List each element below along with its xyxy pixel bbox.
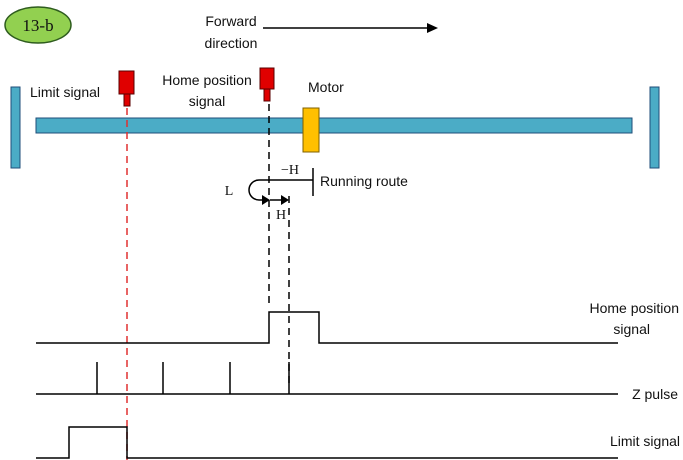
z-pulse-label: Z pulse (632, 386, 678, 402)
home-signal-label-line1: Home position (162, 72, 252, 88)
z-pulse-waveform: Z pulse (36, 362, 678, 402)
route-arrow-1 (262, 195, 270, 205)
l-label: L (225, 184, 234, 199)
limit-sensor-tip (123, 93, 131, 107)
home-signal-waveform: Home position signal (36, 300, 680, 344)
diagram-badge: 13-b (4, 6, 72, 44)
h-label: H (276, 208, 286, 223)
limit-signal-label: Limit signal (30, 84, 100, 100)
badge-ellipse (4, 6, 72, 44)
limit-signal-trace (36, 426, 618, 459)
home-sensor-body (259, 67, 275, 90)
running-route-label: Running route (320, 173, 408, 189)
home-sensor-tip (263, 88, 271, 102)
forward-direction: Forward direction (205, 13, 438, 51)
neg-h-label: −H (281, 163, 299, 178)
badge-text: 13-b (22, 16, 53, 35)
direction-label-line1: Forward (205, 13, 256, 29)
direction-label-line2: direction (205, 35, 258, 51)
direction-arrow-head (427, 23, 438, 33)
home-signal-label-line2: signal (189, 93, 226, 109)
route-arrow-2 (281, 195, 289, 205)
running-route: −H H L Running route (225, 163, 408, 223)
home-signal-wave-label-line2: signal (613, 321, 650, 337)
limit-signal-wave-label: Limit signal (610, 433, 680, 449)
limit-sensor-body (118, 70, 135, 95)
home-sensor (259, 67, 275, 102)
route-turnaround (248, 179, 269, 201)
rail (35, 117, 633, 134)
motor-block (302, 107, 320, 153)
limit-signal-waveform: Limit signal (36, 426, 680, 459)
home-signal-trace (36, 311, 618, 344)
motor-label: Motor (308, 79, 344, 95)
limit-sensor (118, 70, 135, 107)
left-end-stop (10, 86, 21, 169)
home-signal-wave-label-line1: Home position (590, 300, 680, 316)
right-end-stop (649, 86, 660, 169)
